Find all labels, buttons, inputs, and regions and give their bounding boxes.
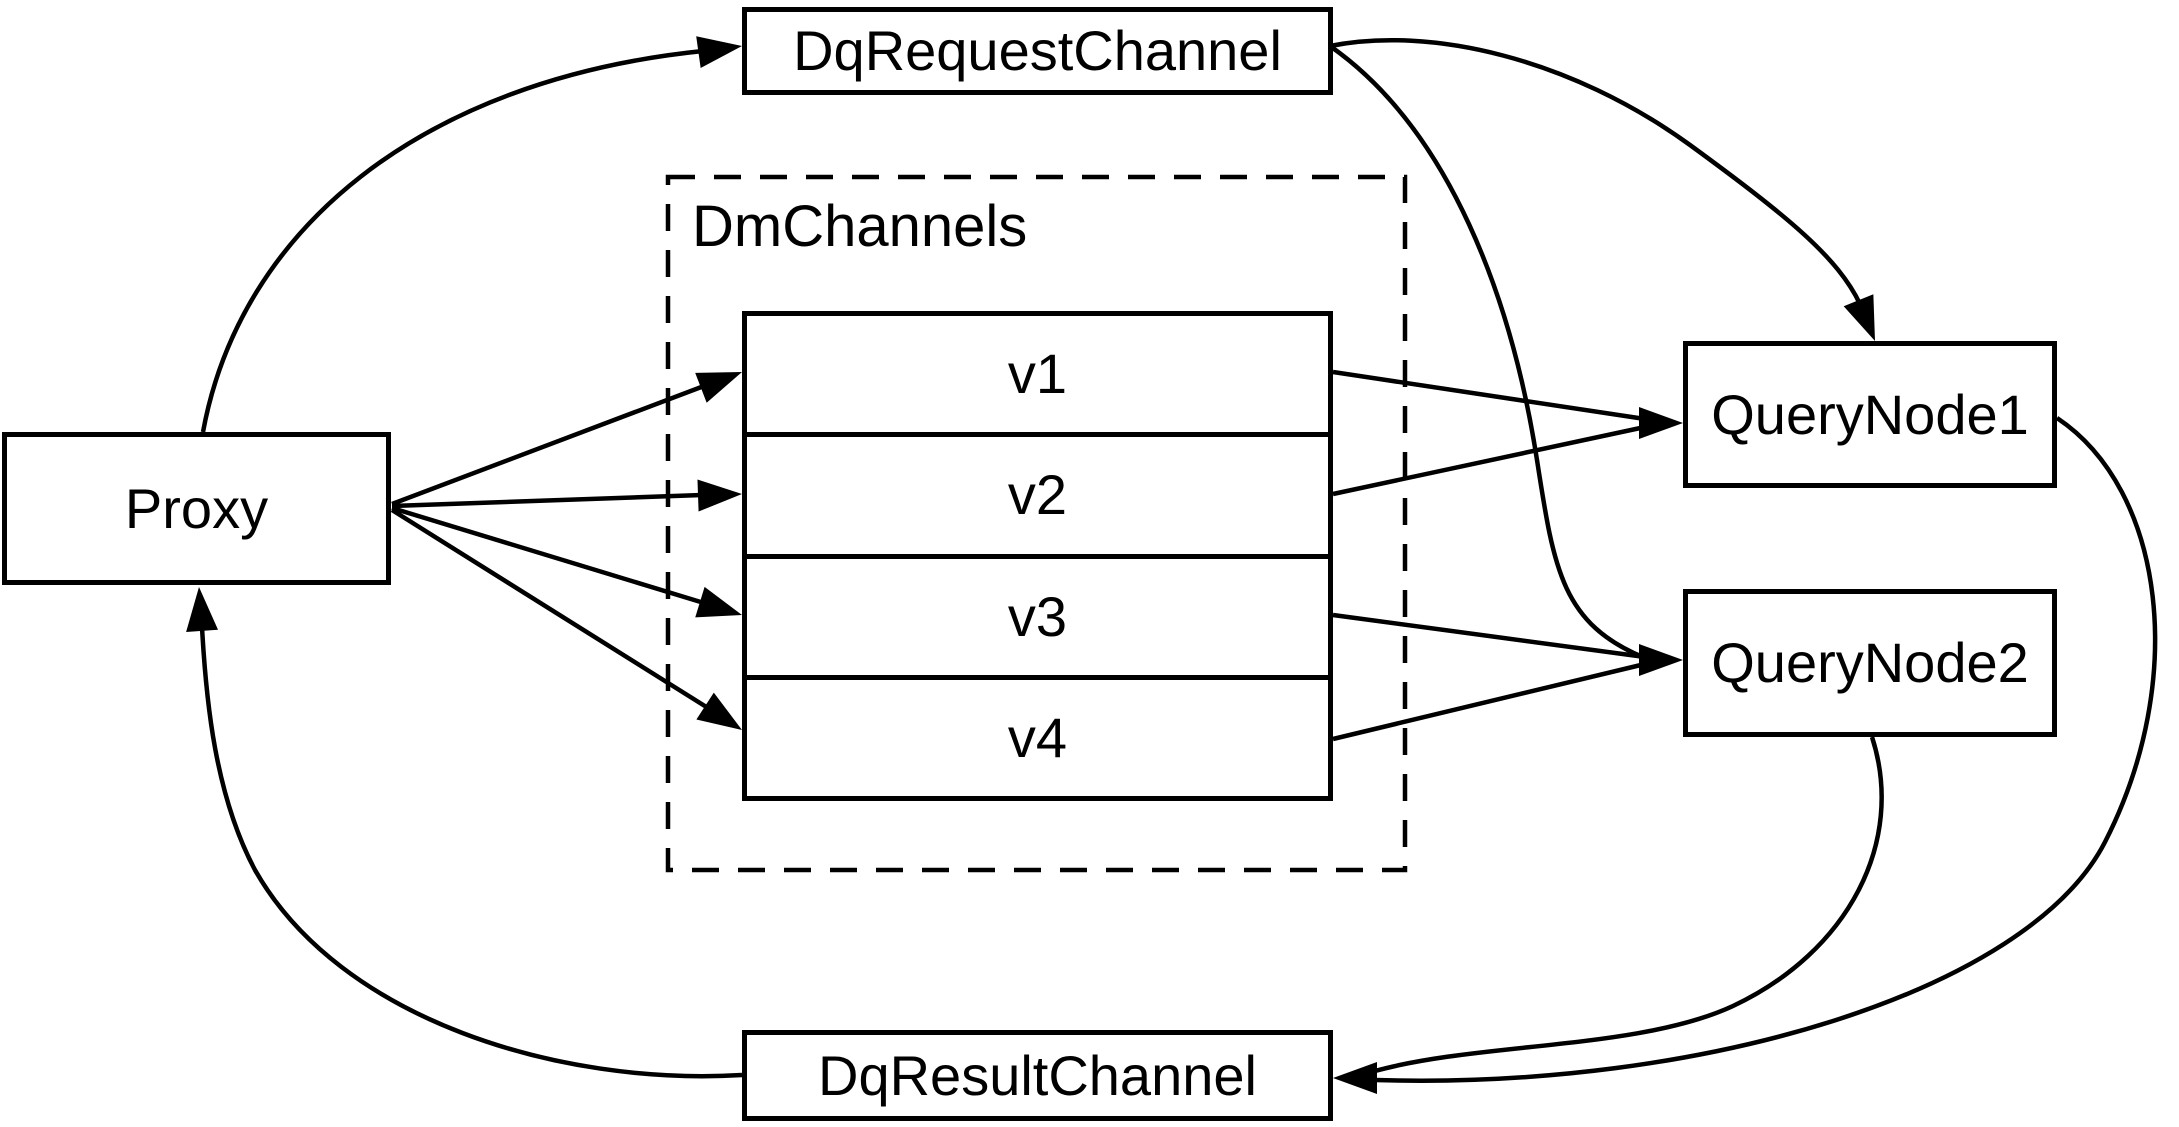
arrowhead-into-querynode1-top xyxy=(1843,294,1875,341)
edge-dqrequest-to-querynode2 xyxy=(1328,44,1646,661)
dm-channel-row-v3: v3 xyxy=(747,553,1328,675)
edge-proxy-to-v4 xyxy=(390,508,710,710)
node-query-node-2-label: QueryNode2 xyxy=(1711,631,2029,694)
dm-channel-row-v2: v2 xyxy=(747,432,1328,553)
edge-v1-to-querynode1 xyxy=(1332,369,1646,422)
dm-channel-table: v1 v2 v3 v4 xyxy=(742,311,1333,801)
edge-querynode2-to-dqresult xyxy=(1374,736,1884,1074)
node-dq-result-channel-label: DqResultChannel xyxy=(818,1043,1257,1107)
dm-channel-row-v4: v4 xyxy=(747,674,1328,796)
edge-dqresult-to-proxy xyxy=(199,626,743,1079)
arrowhead-into-v1 xyxy=(695,372,742,403)
dm-channels-group-border xyxy=(665,174,1408,873)
arrowhead-into-v2 xyxy=(697,479,742,512)
edge-proxy-to-v2 xyxy=(391,492,703,509)
arrowhead-into-dqrequest xyxy=(696,36,742,68)
node-proxy-label: Proxy xyxy=(124,476,269,540)
node-dq-result-channel: DqResultChannel xyxy=(742,1030,1333,1121)
edge-proxy-to-dqrequest xyxy=(200,48,704,433)
arrowhead-into-querynode2-left xyxy=(1639,644,1683,676)
arrowhead-into-v4 xyxy=(696,692,742,730)
node-query-node-1: QueryNode1 xyxy=(1683,341,2057,488)
arrowhead-into-dqresult-right xyxy=(1333,1062,1377,1094)
node-dq-request-channel: DqRequestChannel xyxy=(742,7,1333,95)
edge-proxy-to-v1 xyxy=(391,383,705,507)
edge-querynode1-to-dqresult xyxy=(1374,416,2158,1083)
node-query-node-2: QueryNode2 xyxy=(1683,589,2057,737)
node-proxy: Proxy xyxy=(2,432,391,585)
edge-v2-to-querynode1 xyxy=(1332,424,1646,497)
edge-dqrequest-to-querynode1 xyxy=(1329,38,1863,305)
dm-channels-group-label: DmChannels xyxy=(692,194,1028,259)
arrowhead-into-querynode1-left xyxy=(1639,407,1683,439)
edge-v3-to-querynode2 xyxy=(1332,612,1646,660)
edge-proxy-to-v3 xyxy=(391,505,705,606)
node-dq-request-channel-label: DqRequestChannel xyxy=(793,19,1282,82)
arrowhead-into-v3 xyxy=(695,586,742,618)
edge-v4-to-querynode2 xyxy=(1332,661,1646,742)
arrowhead-into-proxy-bottom xyxy=(186,587,219,633)
dm-channel-row-v1: v1 xyxy=(1007,342,1068,406)
node-query-node-1-label: QueryNode1 xyxy=(1711,382,2029,446)
